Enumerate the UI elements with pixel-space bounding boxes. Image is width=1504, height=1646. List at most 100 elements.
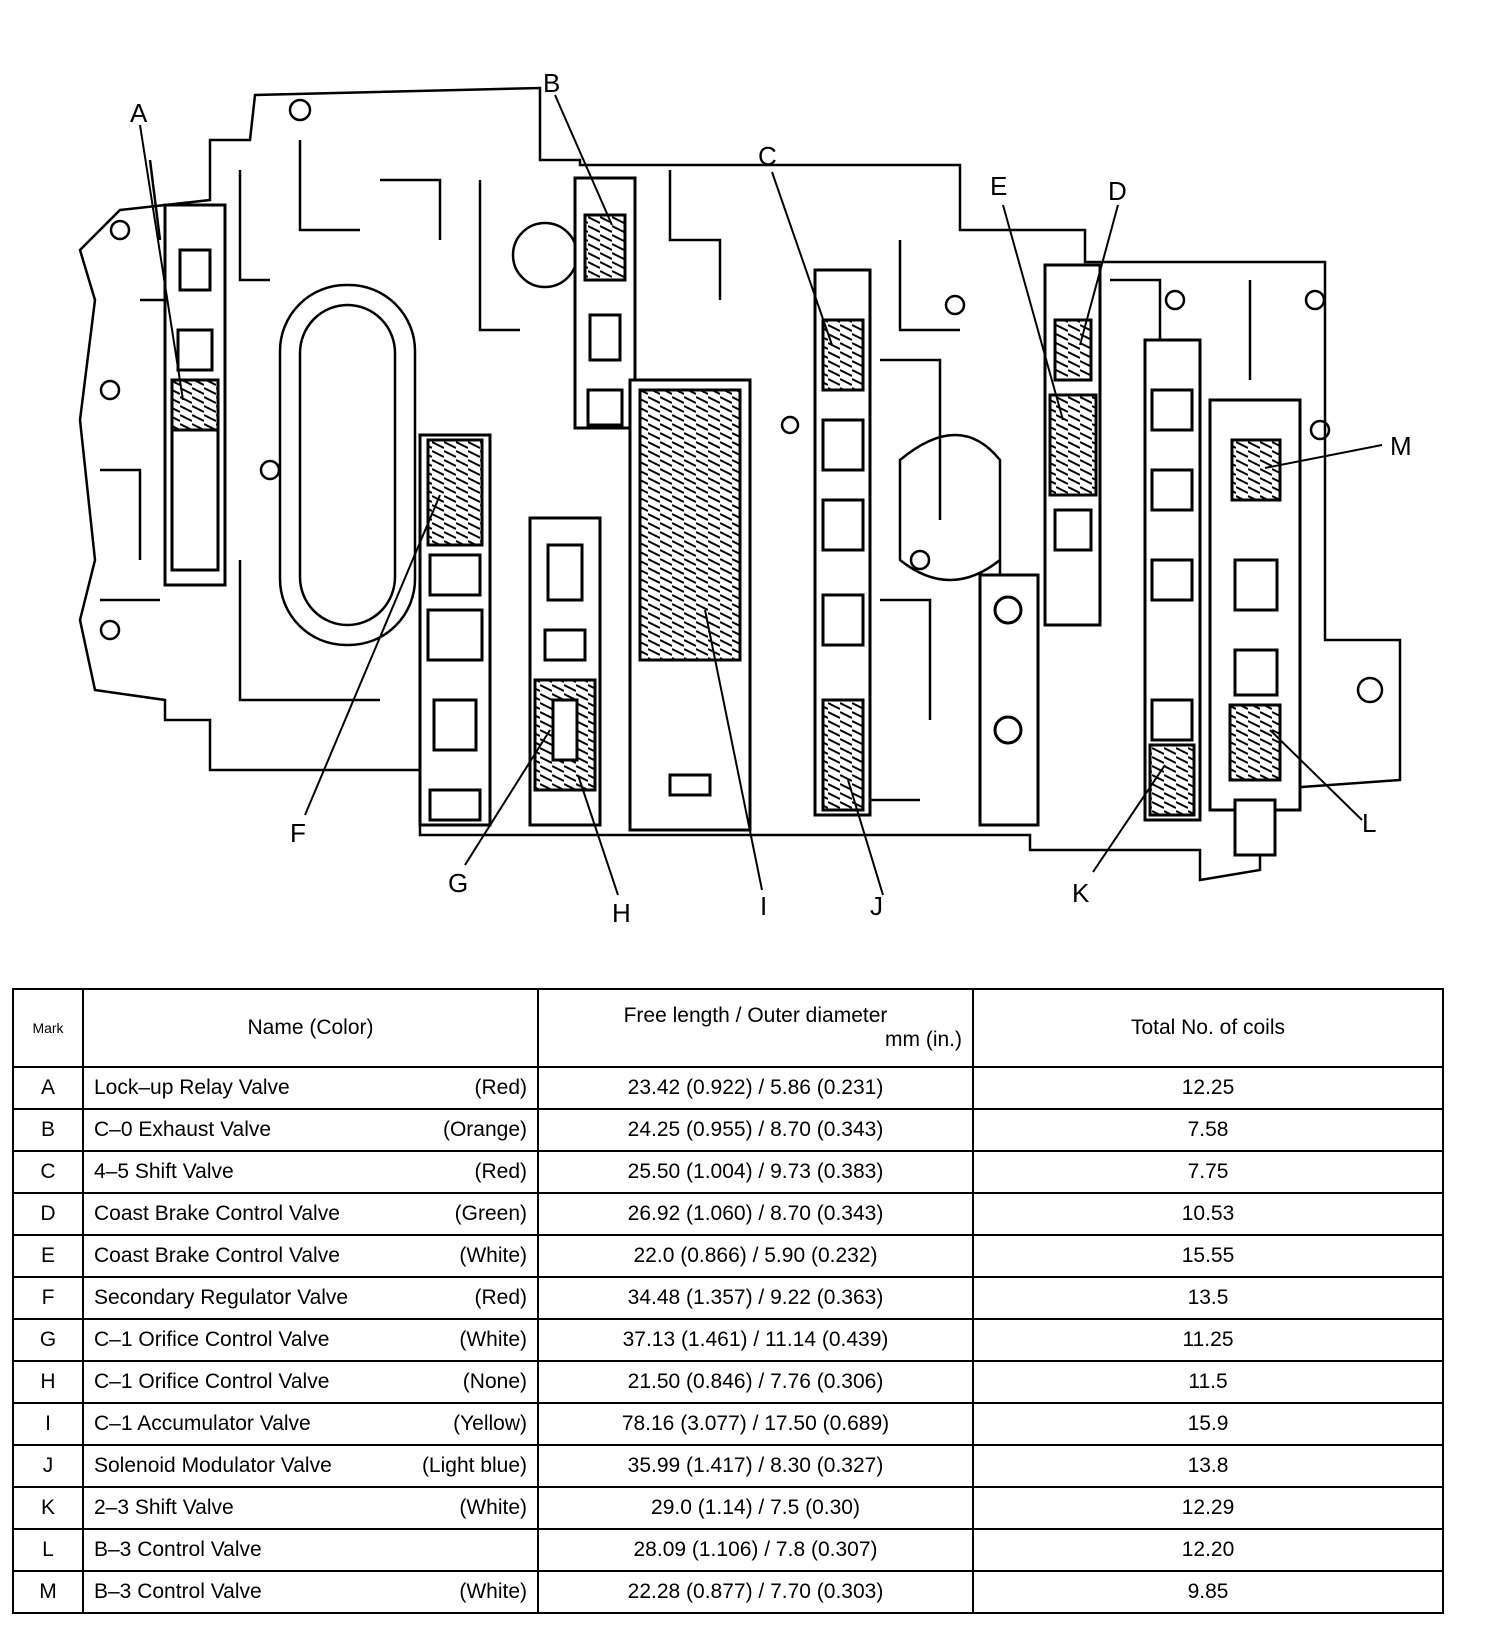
cell-color-text: (White) [459, 1496, 527, 1519]
label-L: L [1362, 808, 1376, 838]
cell-color-text: (Red) [474, 1076, 527, 1099]
cell-name: 4–5 Shift Valve(Red) [82, 1150, 539, 1194]
cell-name: Solenoid Modulator Valve (Light blue) [82, 1444, 539, 1488]
cell-coils: 7.58 [972, 1108, 1444, 1152]
cell-length: 28.09 (1.106) / 7.8 (0.307) [537, 1528, 974, 1572]
cell-coils: 12.20 [972, 1528, 1444, 1572]
label-I: I [760, 891, 767, 921]
cell-coils: 11.25 [972, 1318, 1444, 1362]
label-B: B [543, 68, 560, 98]
label-H: H [612, 898, 631, 928]
label-A: A [130, 98, 148, 128]
cell-color-text: (White) [459, 1244, 527, 1267]
valve-bores [163, 176, 1302, 857]
cell-length: 34.48 (1.357) / 9.22 (0.363) [537, 1276, 974, 1320]
cell-mark: H [12, 1360, 84, 1404]
cell-name-text: B–3 Control Valve [94, 1580, 262, 1603]
cell-length: 37.13 (1.461) / 11.14 (0.439) [537, 1318, 974, 1362]
header-length-line1: Free length / Outer diameter [623, 1004, 888, 1027]
cell-length: 78.16 (3.077) / 17.50 (0.689) [537, 1402, 974, 1446]
table-row: G C–1 Orifice Control Valve (White) 37.13 (… [12, 1318, 1444, 1362]
table-header-row: Mark Name (Color) Free length / Outer di… [12, 988, 1444, 1068]
label-E: E [990, 171, 1007, 201]
header-coils: Total No. of coils [972, 988, 1444, 1068]
cell-name: C–1 Orifice Control Valve (White) [82, 1318, 539, 1362]
table-row: F Secondary Regulator Valve (Red) 34.48 (1.… [12, 1276, 1444, 1320]
label-M: M [1390, 431, 1412, 461]
cell-name-text: Coast Brake Control Valve [94, 1202, 340, 1225]
cell-coils: 7.75 [972, 1150, 1444, 1194]
spring-spec-table: Mark Name (Color) Free length / Outer di… [12, 988, 1444, 1614]
cell-coils: 15.9 [972, 1402, 1444, 1446]
cell-coils: 12.29 [972, 1486, 1444, 1530]
cell-name-text: C–1 Accumulator Valve [94, 1412, 311, 1435]
cell-mark: A [12, 1066, 84, 1110]
cell-mark: J [12, 1444, 84, 1488]
table-row: E Coast Brake Control Valve (White) 22.0 (0… [12, 1234, 1444, 1278]
cell-length: 22.0 (0.866) / 5.90 (0.232) [537, 1234, 974, 1278]
cell-length: 29.0 (1.14) / 7.5 (0.30) [537, 1486, 974, 1530]
cell-name-text: Secondary Regulator Valve [94, 1286, 349, 1309]
cell-name: B–3 Control Valve (White) [82, 1570, 539, 1614]
cell-name-text: C–1 Orifice Control Valve [94, 1370, 330, 1393]
table-row: K 2–3 Shift Valve (White) 29.0 (1.14) / 7.5… [12, 1486, 1444, 1530]
valve-body-diagram: A B C D E F G H I J K L M [78, 68, 1412, 928]
cell-coils: 15.55 [972, 1234, 1444, 1278]
cell-length: 21.50 (0.846) / 7.76 (0.306) [537, 1360, 974, 1404]
cell-name: Lock–up Relay Valve (Red) [82, 1066, 539, 1110]
cell-mark: M [12, 1570, 84, 1614]
callout-labels: A B C D E F G H I J K L M [130, 68, 1412, 928]
cell-color-text: (White) [459, 1580, 527, 1603]
cell-coils: 13.5 [972, 1276, 1444, 1320]
cell-name: C–0 Exhaust Valve(Orange) [82, 1108, 539, 1152]
cell-length: 23.42 (0.922) / 5.86 (0.231) [537, 1066, 974, 1110]
cell-name: Secondary Regulator Valve (Red) [82, 1276, 539, 1320]
table-row: M B–3 Control Valve (White) 22.28 (0.877) /… [12, 1570, 1444, 1614]
cell-mark: K [12, 1486, 84, 1530]
cell-coils: 11.5 [972, 1360, 1444, 1404]
cell-coils: 12.25 [972, 1066, 1444, 1110]
cell-name-text: Lock–up Relay Valve [94, 1076, 290, 1099]
cell-mark: E [12, 1234, 84, 1278]
table-row: H C–1 Orifice Control Valve (None) 21.50 (0… [12, 1360, 1444, 1404]
cell-length: 22.28 (0.877) / 7.70 (0.303) [537, 1570, 974, 1614]
cell-name-text: C–0 Exhaust Valve [94, 1118, 272, 1141]
cell-mark: B [12, 1108, 84, 1152]
cell-name-text: Coast Brake Control Valve [94, 1244, 340, 1267]
cell-name-text: B–3 Control Valve [94, 1538, 262, 1561]
label-G: G [448, 868, 468, 898]
cell-mark: G [12, 1318, 84, 1362]
header-name: Name (Color) [82, 988, 539, 1068]
cell-color-text: (Red) [474, 1160, 527, 1183]
leader-lines [139, 94, 1383, 896]
cell-name-text: C–1 Orifice Control Valve [94, 1328, 330, 1351]
cell-mark: D [12, 1192, 84, 1236]
cell-color-text: (Red) [474, 1286, 527, 1309]
label-C: C [758, 141, 777, 171]
cell-coils: 13.8 [972, 1444, 1444, 1488]
cell-color-text: (Light blue) [421, 1454, 527, 1477]
cell-color-text: (Green) [454, 1202, 527, 1225]
cell-name: Coast Brake Control Valve (Green) [82, 1192, 539, 1236]
cell-color-text: (Yellow) [453, 1412, 527, 1435]
cell-name-text: 2–3 Shift Valve [94, 1496, 234, 1519]
header-length: Free length / Outer diameter mm (in.) [537, 988, 974, 1068]
cell-name: C–1 Orifice Control Valve (None) [82, 1360, 539, 1404]
cell-color-text: (White) [459, 1328, 527, 1351]
header-mark: Mark [12, 988, 84, 1068]
cell-name: Coast Brake Control Valve (White) [82, 1234, 539, 1278]
label-K: K [1072, 878, 1090, 908]
cell-name-text: Solenoid Modulator Valve [94, 1454, 332, 1477]
label-F: F [290, 818, 306, 848]
cell-length: 26.92 (1.060) / 8.70 (0.343) [537, 1192, 974, 1236]
cell-length: 24.25 (0.955) / 8.70 (0.343) [537, 1108, 974, 1152]
cell-mark: C [12, 1150, 84, 1194]
cell-mark: F [12, 1276, 84, 1320]
table-body: A Lock–up Relay Valve (Red) 23.42 (0.922) /… [12, 1066, 1444, 1614]
cell-color-text: (None) [462, 1370, 527, 1393]
cell-coils: 9.85 [972, 1570, 1444, 1614]
